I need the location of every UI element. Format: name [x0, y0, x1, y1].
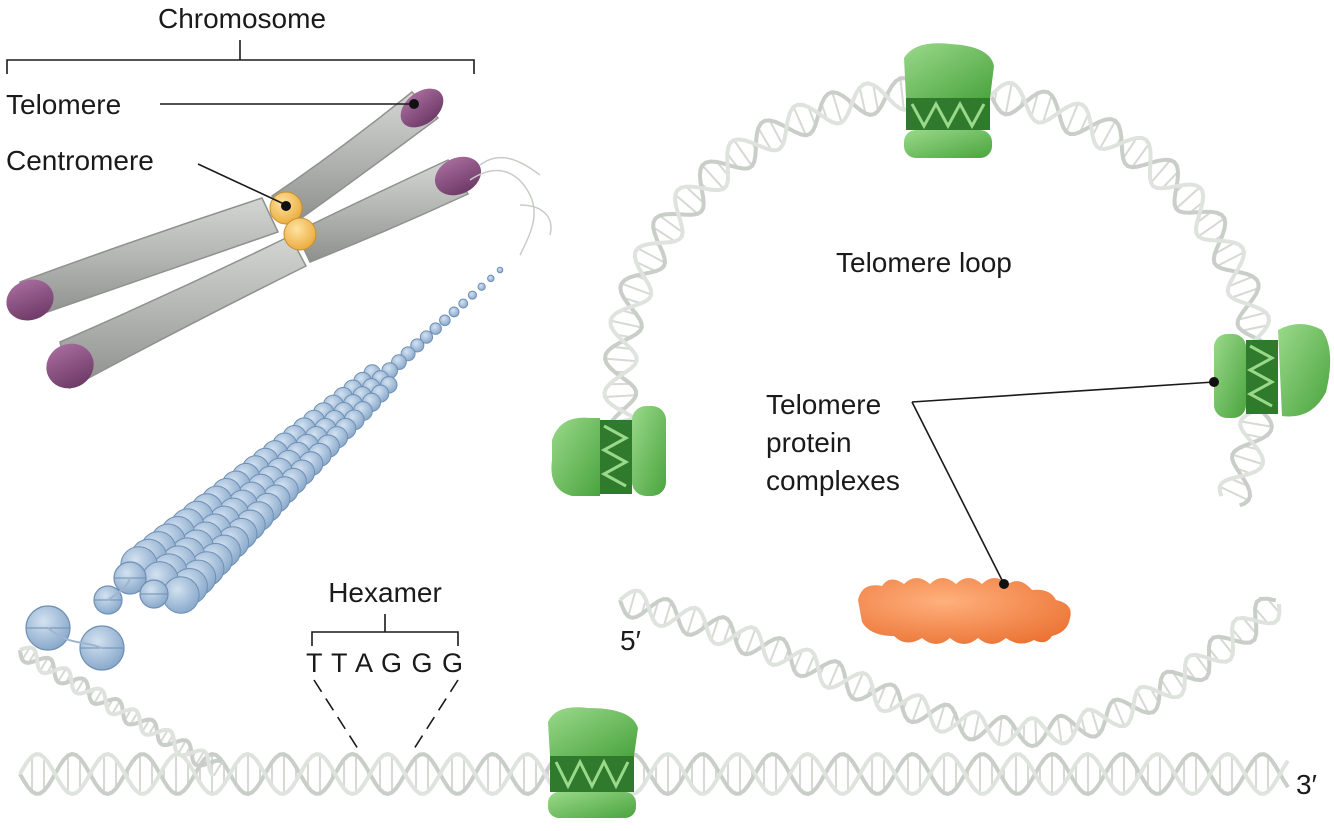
protein-complex-right — [1214, 324, 1331, 418]
three-prime-label: 3′ — [1296, 769, 1317, 800]
five-prime-label: 5′ — [620, 625, 641, 656]
chromosome-label: Chromosome — [158, 3, 326, 34]
telomere-cap-left-lower — [46, 343, 94, 389]
protein-complex-orange — [858, 578, 1071, 644]
nucleosome — [419, 330, 434, 344]
nucleosome — [467, 290, 477, 300]
chromosome — [6, 88, 482, 390]
centromere-bead-lower — [283, 217, 317, 251]
protein-complex-bottom — [548, 707, 638, 818]
telomere-loop-label: Telomere loop — [836, 247, 1012, 278]
text-labels: Chromosome Telomere Centromere Telomere … — [6, 3, 1317, 800]
chromatin-fiber — [25, 266, 504, 671]
chromatid-arm-upper-left — [19, 197, 280, 319]
centromere-label: Centromere — [6, 145, 154, 176]
telomere-cap-left-upper — [6, 279, 54, 321]
nucleosome — [458, 298, 469, 309]
protein-complexes-label-line2: protein — [766, 427, 852, 458]
leader-lines — [6, 40, 1219, 753]
nucleosome — [410, 338, 425, 353]
dna-lower-ribbon — [618, 588, 1282, 749]
hexamer-sequence: T T A G G G — [306, 648, 464, 678]
hexamer-label: Hexamer — [328, 577, 442, 608]
telomere-cap-top — [400, 88, 444, 128]
nucleosome — [429, 322, 442, 335]
nucleosome — [439, 314, 451, 327]
nucleosome — [448, 306, 460, 318]
protein-complex-top — [904, 43, 994, 158]
telomere-cap-right — [434, 156, 482, 196]
chromatid-arm-upper-right — [270, 90, 440, 223]
nucleosome — [496, 266, 504, 274]
protein-complexes-label-line1: Telomere — [766, 389, 881, 420]
chromatid-arm-lower-right — [295, 159, 470, 263]
protein-complexes-label-line3: complexes — [766, 465, 900, 496]
chromatin-fibers — [469, 156, 552, 256]
nucleosome — [477, 282, 486, 291]
chromatid-arm-lower-left — [59, 235, 308, 390]
telomere-label: Telomere — [6, 89, 121, 120]
protein-complex-left — [551, 406, 666, 496]
dna-left-tail — [18, 645, 224, 778]
nucleosome — [487, 274, 495, 283]
